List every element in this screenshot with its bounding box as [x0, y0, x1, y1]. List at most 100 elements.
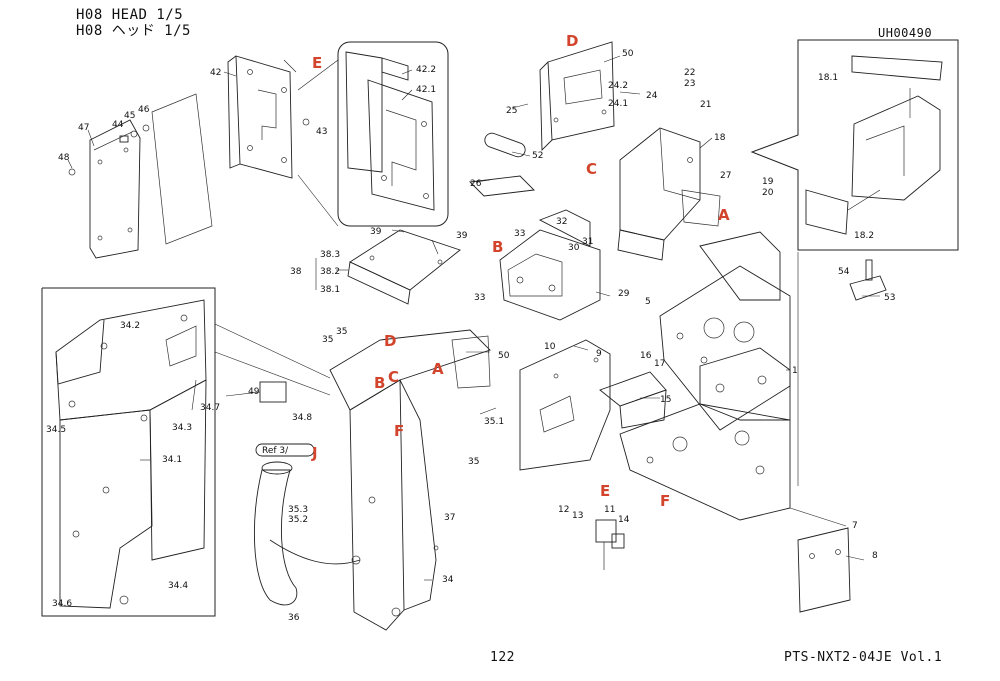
ref-letter-c-low: C — [388, 368, 399, 386]
part-number-42: 42 — [210, 68, 221, 78]
part-number-33a: 33 — [514, 229, 525, 239]
part-number-35c: 35 — [468, 457, 479, 467]
document-id: PTS-NXT2-04JE Vol.1 — [784, 650, 943, 665]
part-number-29: 29 — [618, 289, 630, 299]
sensor-14 — [595, 519, 625, 570]
plate-26 — [469, 175, 535, 197]
ref-letter-d-top: D — [566, 32, 578, 50]
part-number-8: 8 — [872, 551, 878, 561]
part-number-42-1: 42.1 — [416, 85, 436, 95]
part-number-33b: 33 — [474, 293, 485, 303]
part-number-34-7: 34.7 — [200, 403, 220, 413]
part-number-24-1: 24.1 — [608, 99, 628, 109]
ref-letter-j: J — [311, 444, 318, 462]
detail-frame-cover — [337, 41, 449, 227]
ref-letter-a-right: A — [718, 206, 730, 224]
bracket-7 — [797, 527, 851, 613]
part-number-34-6: 34.6 — [52, 599, 72, 609]
part-number-36: 36 — [288, 613, 300, 623]
part-number-38-1: 38.1 — [320, 285, 340, 295]
part-number-9: 9 — [596, 349, 602, 359]
detail-frame-shield — [750, 39, 959, 251]
part-number-35-3: 35.3 — [288, 505, 308, 515]
part-number-34-4: 34.4 — [168, 581, 188, 591]
part-number-31: 31 — [582, 237, 593, 247]
ref-letter-f-low: F — [660, 492, 670, 510]
part-number-30: 30 — [568, 243, 580, 253]
part-number-25: 25 — [506, 106, 517, 116]
part-number-1: 1 — [792, 366, 798, 376]
part-number-37: 37 — [444, 513, 455, 523]
part-number-34-8: 34.8 — [292, 413, 312, 423]
part-number-43: 43 — [316, 127, 327, 137]
part-number-50b: 50 — [498, 351, 510, 361]
part-number-49: 49 — [248, 387, 260, 397]
part-number-20: 20 — [762, 188, 774, 198]
shield-18-assy — [617, 127, 721, 261]
bracket-53 — [849, 259, 887, 301]
part-number-34-3: 34.3 — [172, 423, 192, 433]
shield-detail — [805, 55, 943, 235]
part-number-5: 5 — [645, 297, 651, 307]
screws-44-46 — [68, 118, 310, 176]
part-number-32: 32 — [556, 217, 567, 227]
svg-text:Ref 3/: Ref 3/ — [262, 446, 289, 456]
part-number-35b: 35 — [336, 327, 347, 337]
ref-letter-b-mid: B — [492, 238, 503, 256]
part-number-45: 45 — [124, 111, 135, 121]
part-number-47: 47 — [78, 123, 89, 133]
ref-letter-c-top: C — [586, 160, 597, 178]
duct-34-1 — [55, 299, 207, 609]
part-number-18-2: 18.2 — [854, 231, 874, 241]
page-title-japanese: H08 ヘッド 1/5 — [76, 23, 191, 39]
part-number-27: 27 — [720, 171, 731, 181]
part-number-22: 22 — [684, 68, 695, 78]
part-number-7: 7 — [852, 521, 858, 531]
bracket-42 — [227, 55, 293, 179]
part-number-24: 24 — [646, 91, 658, 101]
ref-letter-e-low: E — [600, 482, 610, 500]
part-number-21: 21 — [700, 100, 711, 110]
part-number-13: 13 — [572, 511, 583, 521]
part-number-50a: 50 — [622, 49, 634, 59]
part-number-24-2: 24.2 — [608, 81, 628, 91]
leader-lines — [67, 55, 880, 581]
detail-frame-duct — [41, 287, 216, 617]
ref-letter-d-mid: D — [384, 332, 396, 350]
part-number-18: 18 — [714, 133, 726, 143]
part-number-34: 34 — [442, 575, 454, 585]
part-number-53: 53 — [884, 293, 895, 303]
part-number-17: 17 — [654, 359, 665, 369]
part-number-19: 19 — [762, 177, 774, 187]
part-number-34-1: 34.1 — [162, 455, 182, 465]
part-number-39a: 39 — [370, 227, 382, 237]
part-number-54: 54 — [838, 267, 850, 277]
glass-plate — [151, 93, 213, 245]
tube-52 — [484, 132, 526, 158]
part-number-48: 48 — [58, 153, 70, 163]
cover-38 — [347, 229, 461, 305]
cover-detail — [345, 51, 435, 211]
main-frame-1 — [619, 231, 791, 521]
part-number-34-2: 34.2 — [120, 321, 140, 331]
ref-letter-e-top: E — [312, 54, 322, 72]
module-29 — [499, 209, 601, 321]
part-number-26: 26 — [470, 179, 482, 189]
ref-note: Ref 3/ — [255, 443, 315, 457]
part-number-35-1: 35.1 — [484, 417, 504, 427]
part-number-52: 52 — [532, 151, 543, 161]
bracket-34 — [329, 329, 491, 631]
part-number-18-1: 18.1 — [818, 73, 838, 83]
part-number-11: 11 — [604, 505, 615, 515]
part-number-44: 44 — [112, 120, 124, 130]
ref-letter-b-low: B — [374, 374, 385, 392]
part-number-35-2: 35.2 — [288, 515, 308, 525]
part-number-42-2: 42.2 — [416, 65, 436, 75]
page-title: H08 HEAD 1/5 — [76, 7, 184, 23]
panel-47 — [89, 119, 141, 259]
part-number-38: 38 — [290, 267, 302, 277]
part-number-10: 10 — [544, 342, 556, 352]
part-number-12: 12 — [558, 505, 569, 515]
part-number-14: 14 — [618, 515, 630, 525]
